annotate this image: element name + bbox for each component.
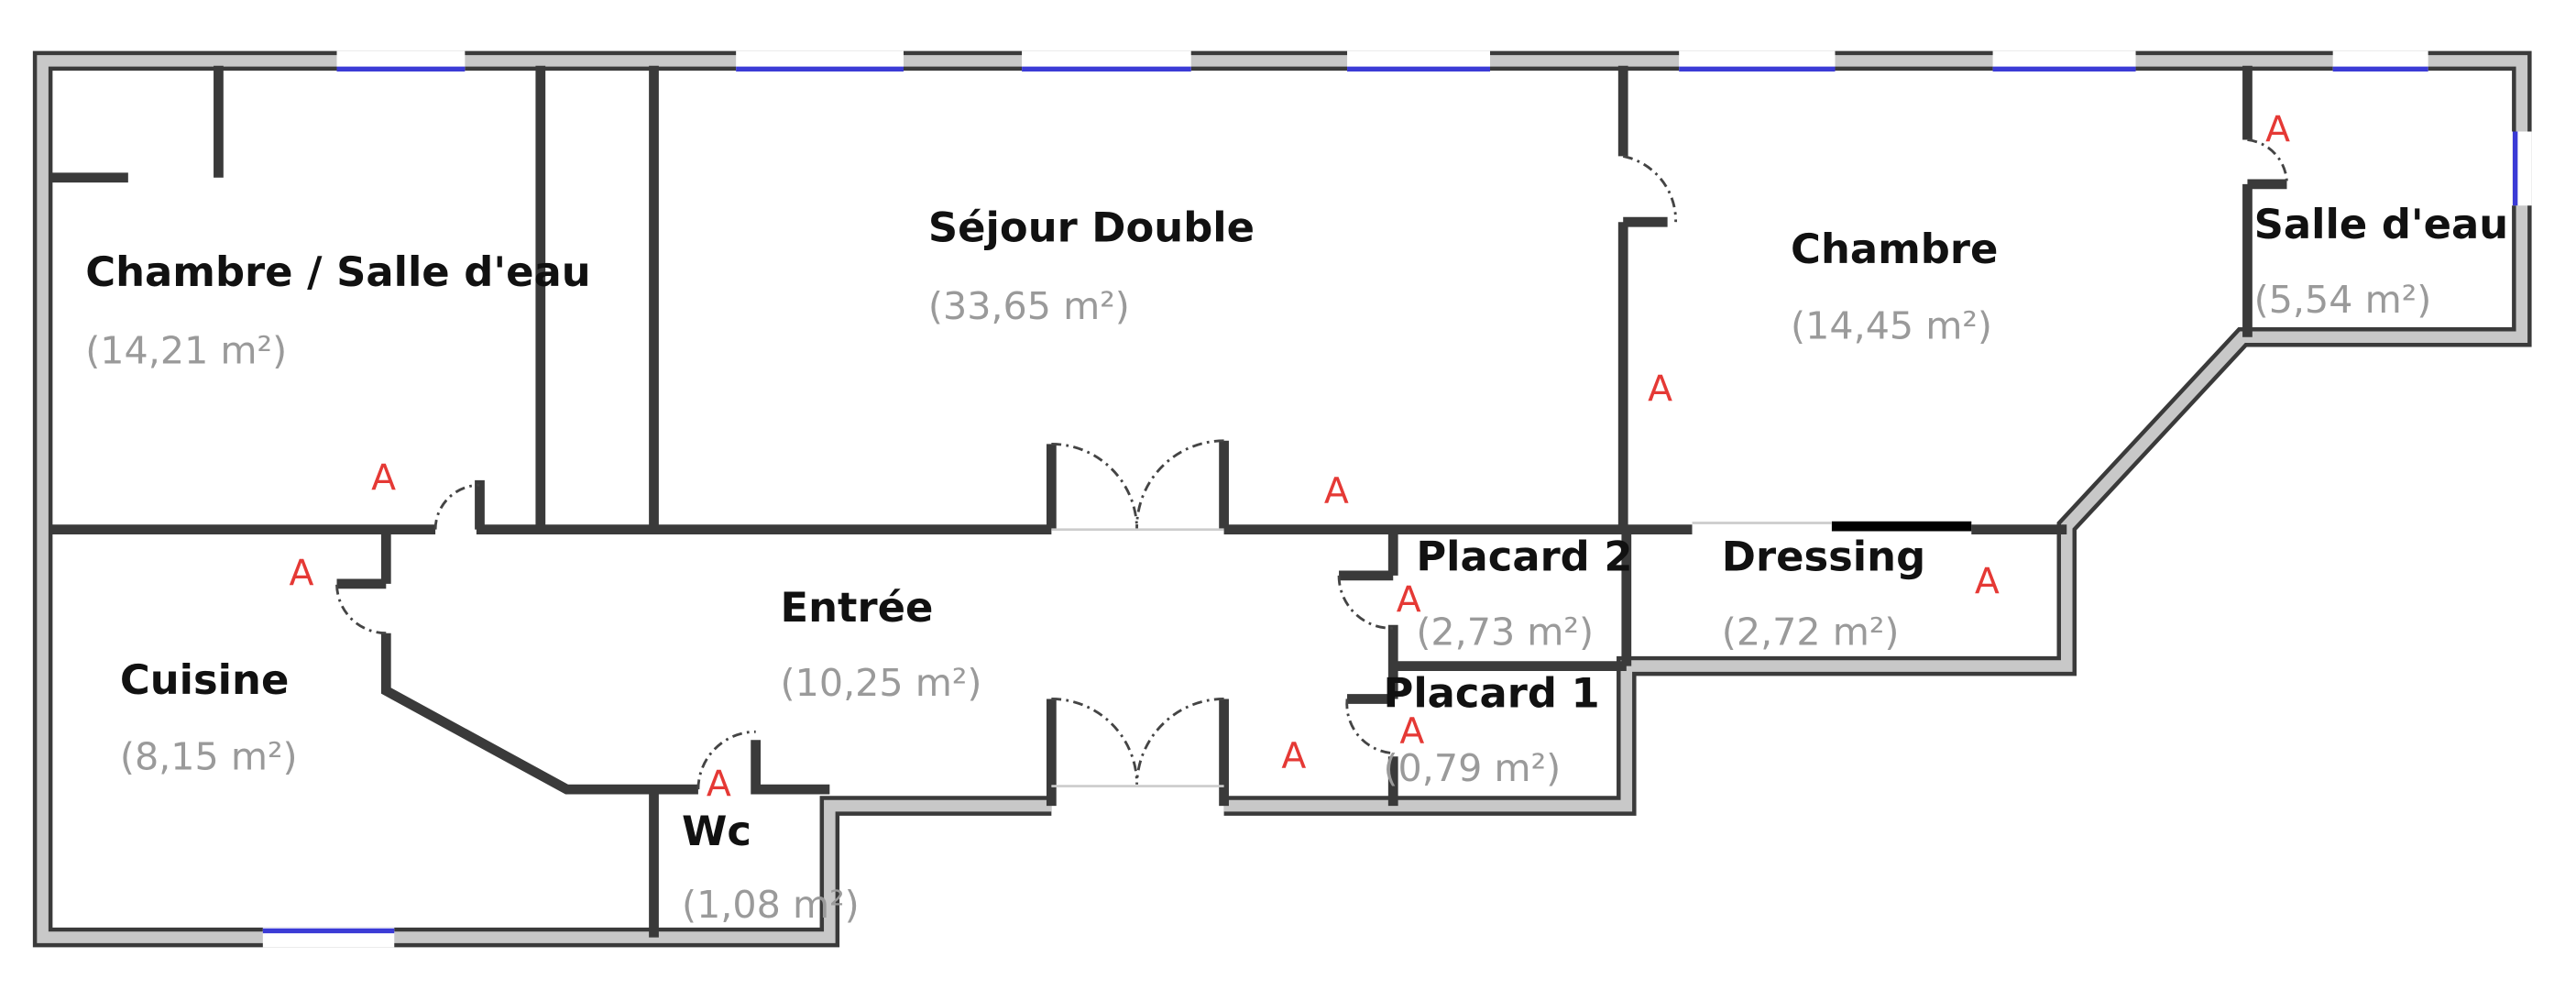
room-area: (8,15 m²) xyxy=(120,735,298,779)
marker-a: A xyxy=(290,553,314,595)
marker-a: A xyxy=(2265,108,2290,150)
room-area: (5,54 m²) xyxy=(2254,278,2432,322)
windows xyxy=(262,50,2532,948)
room-area: (33,65 m²) xyxy=(928,284,1130,328)
marker-a: A xyxy=(1399,710,1424,753)
room-area: (0,79 m²) xyxy=(1383,746,1561,790)
interior-walls xyxy=(49,65,2287,938)
room-area: (10,25 m²) xyxy=(781,661,982,705)
marker-a: A xyxy=(1975,561,2000,603)
markers: A A A A A A A A A A xyxy=(290,108,2291,805)
room-name: Chambre / Salle d'eau xyxy=(85,248,590,296)
marker-a: A xyxy=(1648,368,1672,411)
room-name: Cuisine xyxy=(120,655,289,704)
marker-a: A xyxy=(707,763,731,805)
room-name: Wc xyxy=(682,807,751,855)
room-area: (2,72 m²) xyxy=(1722,610,1900,654)
marker-a: A xyxy=(1281,735,1306,777)
room-name: Entrée xyxy=(781,583,934,632)
room-area: (2,73 m²) xyxy=(1416,610,1594,654)
marker-a: A xyxy=(1397,578,1421,621)
doors xyxy=(335,138,2288,790)
room-area: (14,45 m²) xyxy=(1791,304,1992,348)
room-name: Placard 2 xyxy=(1416,533,1632,581)
room-name: Salle d'eau xyxy=(2254,200,2509,248)
room-area: (14,21 m²) xyxy=(85,328,287,372)
marker-a: A xyxy=(1324,470,1349,512)
room-name: Placard 1 xyxy=(1383,668,1599,717)
room-name: Dressing xyxy=(1722,533,1925,581)
room-labels: Chambre / Salle d'eau (14,21 m²) Séjour … xyxy=(85,200,2508,927)
room-name: Séjour Double xyxy=(928,204,1255,252)
marker-a: A xyxy=(371,457,396,500)
outer-walls xyxy=(32,50,2532,948)
room-area: (1,08 m²) xyxy=(682,883,860,927)
room-name: Chambre xyxy=(1791,225,1998,273)
